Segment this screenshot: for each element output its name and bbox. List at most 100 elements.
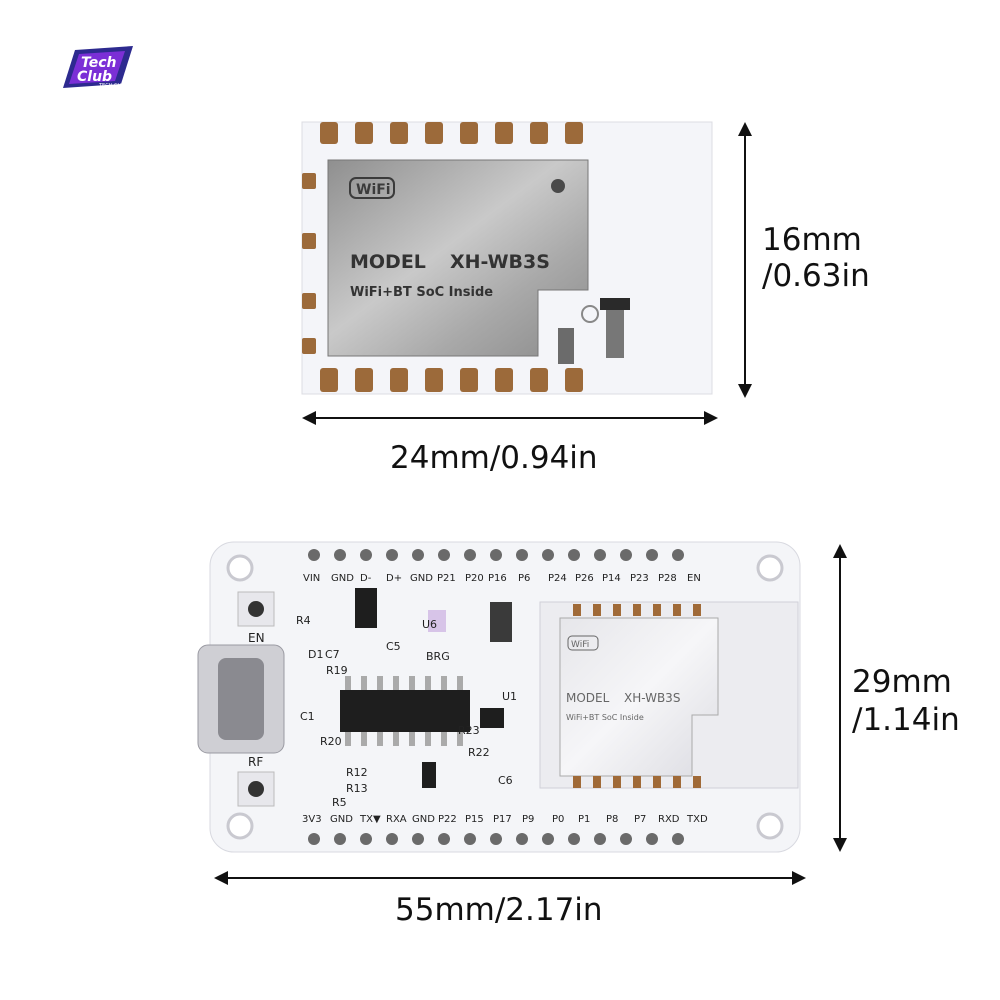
pin-label: GND	[412, 814, 435, 825]
pin-label: P1	[578, 814, 590, 825]
module-width-label: 24mm/0.94in	[390, 440, 598, 476]
pin-label: P17	[493, 814, 512, 825]
label-c7: C7	[325, 648, 340, 661]
label-r13: R13	[346, 782, 368, 795]
board-top-pin-labels: VIN GND D- D+ GND P21 P20 P16 P6 P24 P26…	[303, 573, 701, 584]
board-module-tagline: WiFi+BT SoC Inside	[566, 713, 644, 722]
pin-label: VIN	[303, 573, 320, 584]
module-bottom-pads	[320, 368, 583, 392]
pin-label: GND	[410, 573, 433, 584]
pin-label: RXA	[386, 814, 407, 825]
pin-label: P21	[437, 573, 456, 584]
ic-pins	[345, 676, 463, 746]
module-shield-badge-frame	[349, 177, 395, 199]
board-height-in: /1.14in	[852, 702, 960, 738]
label-brg: BRG	[426, 650, 450, 663]
label-r12: R12	[346, 766, 368, 779]
component-labels: R4 D1 C7 C5 U6 BRG R19 U1 R20 C1 R23 R22…	[296, 614, 517, 809]
pin-label: P15	[465, 814, 484, 825]
pin-label: P7	[634, 814, 646, 825]
module-component	[606, 303, 624, 358]
module-top-pads	[320, 122, 583, 144]
pin-label: P22	[438, 814, 457, 825]
board-module-label: MODEL	[566, 691, 610, 705]
module-shield-badge: WiFi	[356, 182, 391, 198]
rf-button-label: RF	[248, 755, 263, 769]
tech-club-logo: Tech Club TECH CLUB	[63, 46, 133, 89]
label-d1: D1	[308, 648, 323, 661]
pin-label: P24	[548, 573, 567, 584]
logo-shape-inner	[69, 51, 125, 84]
rf-button-cap	[248, 781, 264, 797]
board-width-label: 55mm/2.17in	[395, 892, 603, 928]
pin-label: D-	[360, 573, 372, 584]
label-u1: U1	[502, 690, 517, 703]
component	[490, 602, 512, 642]
board-module-name: XH-WB3S	[624, 691, 680, 705]
module-height-arrow	[738, 122, 752, 398]
label-r19: R19	[326, 664, 348, 677]
pin-label: P28	[658, 573, 677, 584]
pin-label: 3V3	[302, 814, 322, 825]
pin-label: P0	[552, 814, 564, 825]
module-component	[558, 328, 574, 364]
module-model-label: MODEL	[350, 251, 426, 273]
module-component	[600, 298, 630, 310]
regulator	[355, 588, 377, 628]
board-module-shield	[559, 617, 719, 777]
module-tagline: WiFi+BT SoC Inside	[350, 285, 493, 300]
pin-label: P23	[630, 573, 649, 584]
label-u6: U6	[422, 618, 437, 631]
transistor	[422, 762, 436, 788]
pin-label: P26	[575, 573, 594, 584]
pin-label: P20	[465, 573, 484, 584]
pin-label: D+	[386, 573, 402, 584]
board-height-mm: 29mm	[852, 664, 952, 700]
logo-text-club: Club	[77, 69, 112, 85]
pin-label: P14	[602, 573, 621, 584]
module-model-name: XH-WB3S	[450, 251, 550, 273]
label-r22: R22	[468, 746, 490, 759]
pin-label: GND	[330, 814, 353, 825]
board-top-header	[308, 549, 684, 561]
u1-chip	[480, 708, 504, 728]
pin-label: TX▼	[359, 814, 381, 825]
rf-button	[237, 771, 275, 807]
usb-c-inner	[218, 658, 264, 740]
label-c6: C6	[498, 774, 513, 787]
module-shield-dot	[551, 179, 565, 193]
label-c5: C5	[386, 640, 401, 653]
pin-label: P16	[488, 573, 507, 584]
module-width-arrow	[302, 411, 718, 425]
module-left-pads	[302, 173, 316, 354]
dev-board-photo: VIN GND D- D+ GND P21 P20 P16 P6 P24 P26…	[197, 541, 801, 853]
pin-label: P6	[518, 573, 530, 584]
en-button-label: EN	[248, 631, 265, 645]
module-height-mm: 16mm	[762, 222, 862, 258]
pin-label: GND	[331, 573, 354, 584]
label-r4: R4	[296, 614, 311, 627]
label-c1: C1	[300, 710, 315, 723]
en-button-cap	[248, 601, 264, 617]
pin-label: P9	[522, 814, 534, 825]
wifi-module-photo: WiFi MODEL XH-WB3S WiFi+BT SoC Inside	[301, 121, 713, 395]
pin-label: EN	[687, 573, 701, 584]
module-height-in: /0.63in	[762, 258, 870, 294]
board-module-badge-frame	[567, 635, 599, 651]
board-bottom-pin-labels: 3V3 GND TX▼ RXA GND P22 P15 P17 P9 P0 P1…	[302, 814, 708, 825]
rgb-led	[428, 610, 446, 632]
label-r20: R20	[320, 735, 342, 748]
pin-label: P8	[606, 814, 618, 825]
board-mount-holes	[226, 554, 784, 840]
label-r5: R5	[332, 796, 347, 809]
board-height-arrow	[833, 544, 847, 852]
board-module-pads	[573, 604, 701, 788]
board-bottom-header	[308, 833, 684, 845]
module-shield	[327, 159, 589, 357]
label-r23: R23	[458, 724, 480, 737]
usb-serial-ic	[340, 690, 470, 732]
board-module-badge: WiFi	[571, 640, 589, 650]
board-width-arrow	[214, 871, 806, 885]
logo-text-tech: Tech	[81, 55, 117, 71]
module-component	[581, 305, 599, 323]
